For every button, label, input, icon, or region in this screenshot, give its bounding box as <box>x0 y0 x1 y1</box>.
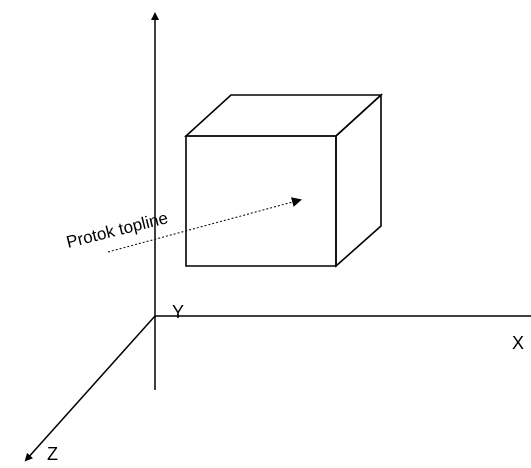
y-axis-label: Y <box>172 302 184 322</box>
z-axis <box>24 315 156 462</box>
cube-top-face <box>183 94 384 137</box>
cube-side-face <box>335 93 382 268</box>
z-axis-label: Z <box>47 444 58 464</box>
x-axis-label: X <box>512 333 524 353</box>
flow-label: Protok topline <box>64 208 169 252</box>
flow-arrow <box>107 197 302 253</box>
cube <box>183 93 384 268</box>
cube-front-face <box>185 135 337 267</box>
